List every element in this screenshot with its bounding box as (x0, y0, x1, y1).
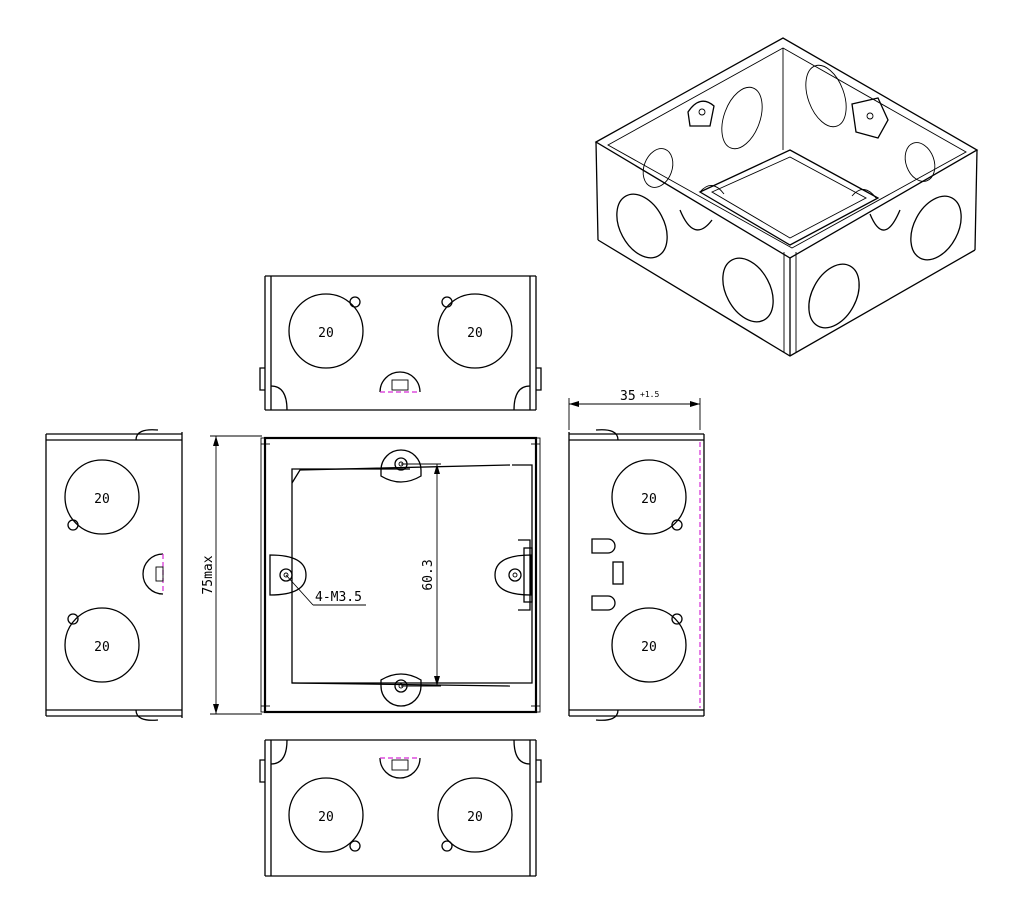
knockout-circle (437, 777, 513, 853)
knockout-label: 20 (641, 640, 657, 655)
knockout-circle (64, 459, 140, 535)
isometric-view (594, 37, 979, 357)
left-side-view: 20 20 (45, 429, 183, 721)
knockout-label: 20 (94, 492, 110, 507)
knockout-label: 20 (318, 810, 334, 825)
knockout-label: 20 (94, 640, 110, 655)
knockout-circle (288, 777, 364, 853)
knockout-circle (611, 607, 687, 683)
right-side-view: 20 20 35 +1.5 (568, 389, 705, 721)
knockout-label: 20 (318, 326, 334, 341)
depth-dimension: 35 (620, 389, 636, 404)
knockout-circle (437, 293, 513, 369)
knockout-label: 20 (467, 326, 483, 341)
knockout-label: 20 (467, 810, 483, 825)
top-side-view: 20 20 (259, 275, 542, 411)
bottom-side-view: 20 20 (259, 739, 542, 877)
knockout-label: 20 (641, 492, 657, 507)
hole-spacing-dimension: 60.3 (421, 559, 436, 590)
screw-hole-callout: 4-M3.5 (315, 590, 362, 605)
front-view: 60.3 4-M3.5 75max (201, 435, 541, 715)
depth-tolerance: +1.5 (640, 390, 659, 399)
height-dimension: 75max (201, 555, 216, 594)
knockout-circle (64, 607, 140, 683)
knockout-circle (288, 293, 364, 369)
knockout-circle (611, 459, 687, 535)
